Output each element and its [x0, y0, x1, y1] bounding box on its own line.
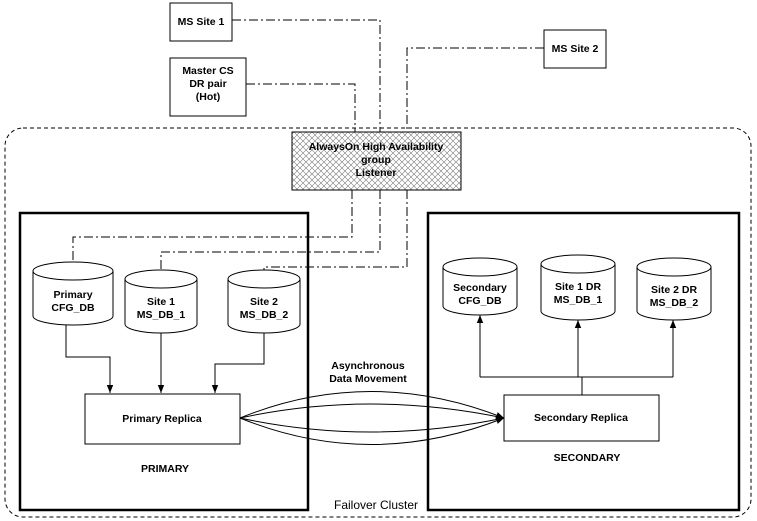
async-curve-upper-inner [239, 403, 505, 419]
site2-ms-db-2-label-1: Site 2 [250, 296, 278, 308]
primary-cfg-db-cylinder: Primary CFG_DB [32, 261, 114, 326]
site2-dr-ms-db-2-label-1: Site 2 DR [651, 284, 698, 296]
link-master-cs [246, 83, 356, 132]
secondary-site-frame [426, 211, 741, 512]
failover-cluster-label: Failover Cluster [334, 498, 418, 512]
secondary-replica-node: Secondary Replica [503, 394, 660, 442]
primary-site-label: PRIMARY [141, 463, 189, 475]
primary-arrows [65, 325, 265, 393]
async-label-2: Data Movement [329, 373, 407, 385]
site2-dr-ms-db-2-cylinder: Site 2 DR MS_DB_2 [636, 257, 712, 321]
secondary-site-label: SECONDARY [554, 452, 621, 464]
async-curve-lower-inner [239, 417, 505, 433]
master-cs-label-2: DR pair [189, 78, 226, 90]
async-curve-lower [239, 417, 505, 445]
ms-site-1-label: MS Site 1 [178, 16, 225, 28]
primary-replica-node: Primary Replica [84, 393, 241, 445]
site2-dr-ms-db-2-label-2: MS_DB_2 [650, 297, 699, 309]
arrow-site2-to-primary-replica [211, 333, 265, 393]
site1-ms-db-1-label-1: Site 1 [147, 296, 175, 308]
primary-replica-label: Primary Replica [122, 413, 202, 425]
failover-cluster-boundary [4, 127, 752, 518]
async-curve-upper [239, 391, 505, 419]
arrow-cfg-to-primary-replica [65, 325, 114, 393]
link-site-1 [160, 190, 381, 274]
ms-site-1-node: MS Site 1 [169, 2, 233, 42]
secondary-cfg-db-label-2: CFG_DB [458, 295, 502, 307]
listener-label-3: Listener [356, 167, 397, 179]
site2-ms-db-2-label-2: MS_DB_2 [240, 309, 289, 321]
secondary-replica-label: Secondary Replica [534, 412, 628, 424]
async-label-1: Asynchronous [331, 360, 405, 372]
link-ms-site-1 [232, 19, 381, 132]
listener-node: AlwaysOn High Availability group Listene… [291, 131, 462, 191]
ms-site-2-label: MS Site 2 [552, 43, 599, 55]
async-data-movement: Asynchronous Data Movement [239, 360, 505, 445]
primary-cfg-db-label-2: CFG_DB [51, 302, 95, 314]
primary-cfg-db-label-1: Primary [53, 289, 92, 301]
secondary-cfg-db-label-1: Secondary [453, 282, 507, 294]
link-ms-site-2 [406, 47, 544, 132]
secondary-arrows [476, 315, 677, 395]
listener-label-2: group [361, 154, 391, 166]
site1-ms-db-1-label-2: MS_DB_1 [137, 309, 186, 321]
site1-dr-ms-db-1-label-1: Site 1 DR [555, 281, 602, 293]
secondary-cfg-db-cylinder: Secondary CFG_DB [442, 257, 518, 316]
secondary-distribution-line [480, 376, 673, 395]
site1-ms-db-1-cylinder: Site 1 MS_DB_1 [124, 269, 198, 334]
site1-dr-ms-db-1-label-2: MS_DB_1 [554, 294, 603, 306]
master-cs-label-1: Master CS [182, 65, 233, 77]
primary-site-frame [18, 211, 310, 512]
listener-label-1: AlwaysOn High Availability [309, 141, 444, 153]
master-cs-label-3: (Hot) [196, 91, 221, 103]
ms-site-2-node: MS Site 2 [543, 29, 607, 69]
master-cs-node: Master CS DR pair (Hot) [169, 57, 247, 117]
site1-dr-ms-db-1-cylinder: Site 1 DR MS_DB_1 [540, 254, 616, 321]
site2-ms-db-2-cylinder: Site 2 MS_DB_2 [227, 269, 301, 334]
link-primary-cfg [72, 190, 353, 266]
link-site-2 [263, 190, 408, 276]
